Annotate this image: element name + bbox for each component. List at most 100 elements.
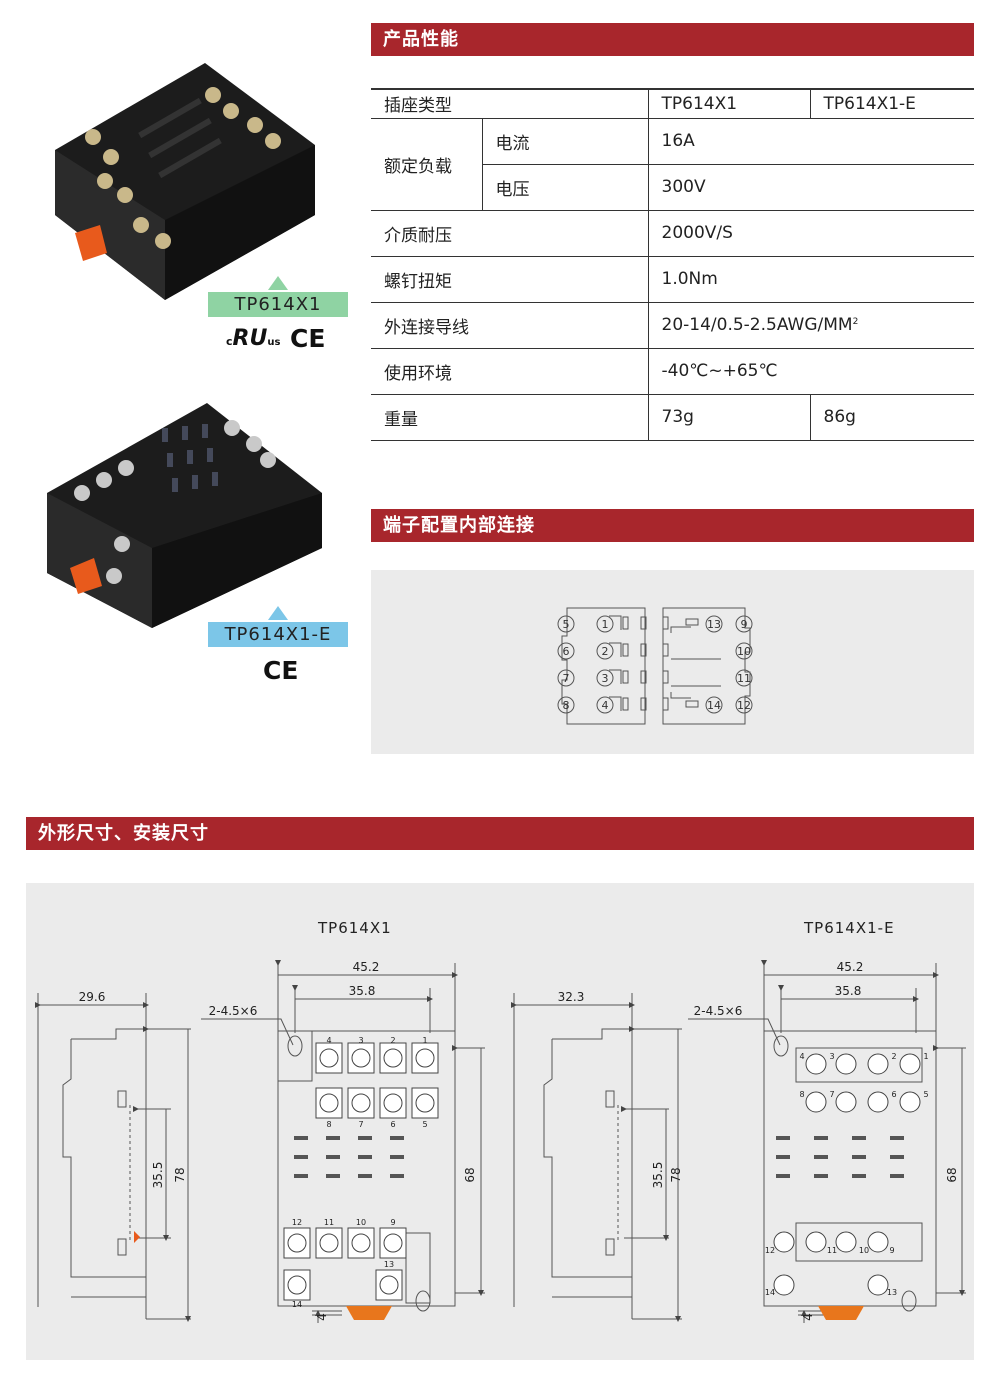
svg-text:8: 8 bbox=[799, 1090, 804, 1099]
cul-certification-icon: cRUus bbox=[226, 326, 281, 351]
svg-text:8: 8 bbox=[563, 699, 570, 712]
drawing-title-left: TP614X1 bbox=[318, 919, 392, 937]
dim-holes: 2-4.5×6 bbox=[694, 1004, 743, 1018]
terminal-left-outer: 5 6 7 8 bbox=[557, 615, 575, 714]
product-photo-tp614x1-e bbox=[47, 403, 322, 628]
svg-text:8: 8 bbox=[326, 1120, 331, 1129]
svg-text:12: 12 bbox=[737, 699, 751, 712]
svg-text:13: 13 bbox=[887, 1288, 897, 1297]
tag-arrow-icon bbox=[268, 606, 288, 620]
svg-text:10: 10 bbox=[737, 645, 751, 658]
svg-text:3: 3 bbox=[358, 1036, 363, 1045]
svg-text:4: 4 bbox=[602, 699, 609, 712]
spec-row-voltage: 电压 300V bbox=[371, 164, 974, 211]
terminal-diagram: 5 6 7 8 1 2 3 4 13 14 9 10 11 12 bbox=[557, 607, 753, 725]
terminal-right-inner: 13 14 bbox=[705, 615, 723, 714]
svg-text:1: 1 bbox=[602, 618, 609, 631]
svg-text:3: 3 bbox=[602, 672, 609, 685]
spec-value: 86g bbox=[809, 394, 974, 441]
dim-pitch-width: 35.8 bbox=[835, 984, 862, 998]
svg-text:14: 14 bbox=[765, 1288, 775, 1297]
product-photo-tp614x1 bbox=[55, 63, 315, 300]
svg-text:4: 4 bbox=[799, 1052, 804, 1061]
spec-header-row: 插座类型 TP614X1 TP614X1-E bbox=[371, 89, 974, 119]
spec-value: 300V bbox=[647, 164, 974, 211]
spec-value: -40℃~+65℃ bbox=[647, 348, 974, 395]
svg-text:14: 14 bbox=[292, 1300, 302, 1309]
ce-certification-icon: CE bbox=[290, 324, 326, 353]
spec-label: 插座类型 bbox=[371, 89, 648, 119]
svg-text:12: 12 bbox=[292, 1218, 302, 1227]
spec-label: 重量 bbox=[371, 394, 648, 441]
spec-value: 73g bbox=[647, 394, 810, 441]
svg-text:2: 2 bbox=[891, 1052, 896, 1061]
svg-text:9: 9 bbox=[889, 1246, 894, 1255]
spec-label: 额定负载 bbox=[371, 118, 482, 211]
svg-text:11: 11 bbox=[827, 1246, 837, 1255]
spec-value: 2000V/S bbox=[647, 210, 974, 257]
dimension-drawing-panel: TP614X1 TP614X1-E bbox=[26, 883, 974, 1360]
ce-certification-icon: CE bbox=[263, 656, 299, 685]
spec-label: 使用环境 bbox=[371, 348, 648, 395]
section-header-performance: 产品性能 bbox=[371, 23, 974, 56]
svg-text:14: 14 bbox=[707, 699, 721, 712]
dim-height-inner: 35.5 bbox=[651, 1162, 665, 1189]
model-tag-tp614x1-e: TP614X1-E bbox=[208, 622, 348, 647]
spec-value: 1.0Nm bbox=[647, 256, 974, 303]
spec-value: 20-14/0.5-2.5AWG/MM2 bbox=[647, 302, 974, 349]
spec-table: 插座类型 TP614X1 TP614X1-E 额定负载 电流 16A 电压 30… bbox=[371, 88, 974, 441]
svg-text:4: 4 bbox=[326, 1036, 331, 1045]
section-header-terminal: 端子配置内部连接 bbox=[371, 509, 974, 542]
dim-overall-width: 45.2 bbox=[837, 960, 864, 974]
terminal-diagram-panel: 5 6 7 8 1 2 3 4 13 14 9 10 11 12 bbox=[371, 570, 974, 754]
spec-sublabel: 电压 bbox=[481, 164, 648, 211]
svg-text:5: 5 bbox=[923, 1090, 928, 1099]
spec-label: 外连接导线 bbox=[371, 302, 648, 349]
dim-pitch-width: 35.8 bbox=[349, 984, 376, 998]
spec-model-1: TP614X1 bbox=[647, 89, 810, 119]
svg-text:6: 6 bbox=[563, 645, 570, 658]
dim-overall-width: 45.2 bbox=[353, 960, 380, 974]
spec-label: 介质耐压 bbox=[371, 210, 648, 257]
svg-text:9: 9 bbox=[741, 618, 748, 631]
svg-text:10: 10 bbox=[859, 1246, 869, 1255]
dim-left-side-width: 29.6 bbox=[79, 990, 106, 1004]
svg-text:5: 5 bbox=[422, 1120, 427, 1129]
terminal-left-inner: 1 2 3 4 bbox=[596, 615, 614, 714]
spec-row-wire: 外连接导线 20-14/0.5-2.5AWG/MM2 bbox=[371, 302, 974, 349]
dim-height-front: 68 bbox=[463, 1167, 477, 1182]
dim-right-side-width: 32.3 bbox=[558, 990, 585, 1004]
model-tag-tp614x1: TP614X1 bbox=[208, 292, 348, 317]
dim-height-side: 78 bbox=[669, 1167, 683, 1182]
svg-text:7: 7 bbox=[358, 1120, 363, 1129]
section-header-dimensions: 外形尺寸、安装尺寸 bbox=[26, 817, 974, 850]
svg-text:1: 1 bbox=[422, 1036, 427, 1045]
svg-text:1: 1 bbox=[923, 1052, 928, 1061]
svg-text:7: 7 bbox=[563, 672, 570, 685]
dimension-drawings: 29.6 45.2 35.8 2-4.5×6 32.3 45.2 35.8 2-… bbox=[35, 883, 974, 1360]
spec-row-dielectric: 介质耐压 2000V/S bbox=[371, 210, 974, 257]
dim-offset: 4 bbox=[315, 1313, 329, 1321]
svg-text:13: 13 bbox=[707, 618, 721, 631]
svg-text:12: 12 bbox=[765, 1246, 775, 1255]
spec-value: 16A bbox=[647, 118, 974, 165]
terminal-right-outer: 9 10 11 12 bbox=[735, 615, 753, 714]
svg-text:11: 11 bbox=[324, 1218, 334, 1227]
svg-text:10: 10 bbox=[356, 1218, 366, 1227]
svg-text:6: 6 bbox=[891, 1090, 896, 1099]
svg-text:13: 13 bbox=[384, 1260, 394, 1269]
spec-row-environment: 使用环境 -40℃~+65℃ bbox=[371, 348, 974, 395]
dim-height-front: 68 bbox=[945, 1167, 959, 1182]
dim-height-inner: 35.5 bbox=[151, 1162, 165, 1189]
svg-text:5: 5 bbox=[563, 618, 570, 631]
drawing-title-right: TP614X1-E bbox=[804, 919, 895, 937]
svg-text:11: 11 bbox=[737, 672, 751, 685]
spec-row-torque: 螺钉扭矩 1.0Nm bbox=[371, 256, 974, 303]
svg-text:7: 7 bbox=[829, 1090, 834, 1099]
svg-text:9: 9 bbox=[390, 1218, 395, 1227]
spec-model-2: TP614X1-E bbox=[809, 89, 974, 119]
svg-text:6: 6 bbox=[390, 1120, 395, 1129]
spec-sublabel: 电流 bbox=[481, 118, 648, 165]
spec-label: 螺钉扭矩 bbox=[371, 256, 648, 303]
svg-text:2: 2 bbox=[390, 1036, 395, 1045]
